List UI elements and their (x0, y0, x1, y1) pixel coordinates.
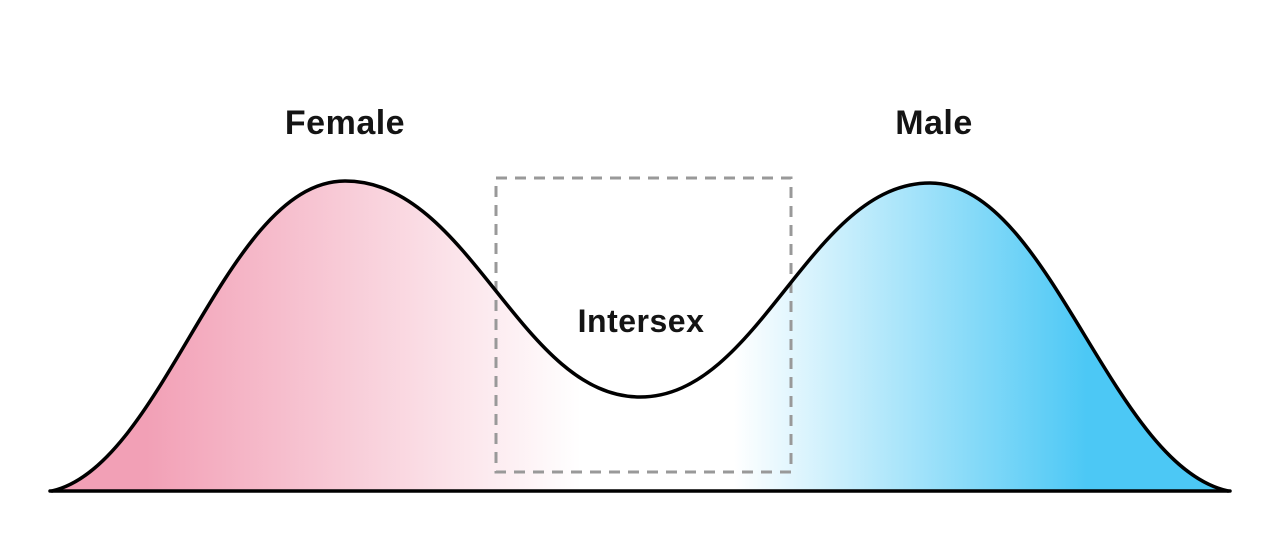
bimodal-fill-area (52, 181, 1228, 491)
intersex-label: Intersex (578, 303, 705, 339)
intersex-dashed-box (494, 176, 793, 474)
male-label: Male (895, 104, 973, 142)
distribution-curve (50, 179, 1230, 493)
female-label: Female (285, 104, 405, 142)
